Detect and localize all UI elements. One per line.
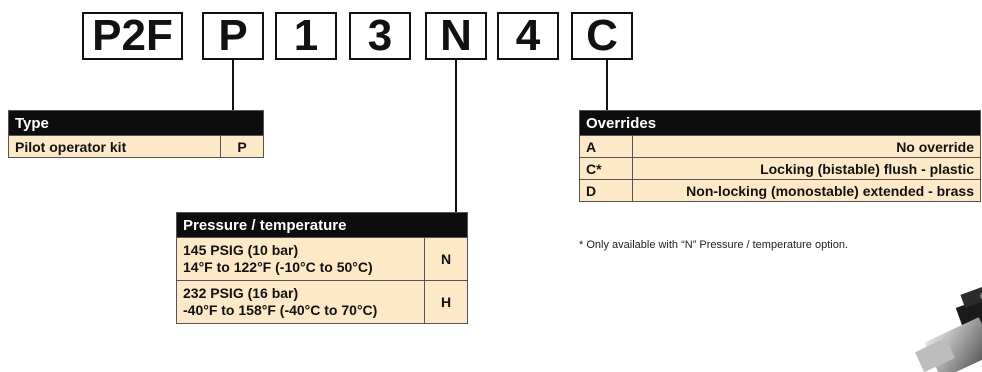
type-option-code: P: [220, 135, 264, 158]
code-type-text: P: [218, 11, 248, 60]
override-option-3-label: Non-locking (monostable) extended - bras…: [632, 179, 981, 202]
overrides-table-header: Overrides: [579, 110, 981, 136]
type-table-header: Type: [8, 110, 264, 136]
code-box-digit-1: 1: [275, 12, 337, 60]
pressure-option-2-code: H: [424, 280, 468, 324]
type-table: Type Pilot operator kit P: [8, 110, 264, 158]
type-table-header-row: Type: [8, 110, 264, 136]
code-override-text: C: [586, 11, 618, 60]
pressure-option-1-desc: 145 PSIG (10 bar) 14°F to 122°F (-10°C t…: [176, 237, 425, 281]
code-box-type: P: [202, 12, 264, 60]
table-row: C* Locking (bistable) flush - plastic: [579, 157, 981, 180]
override-option-2-label: Locking (bistable) flush - plastic: [632, 157, 981, 180]
table-row: A No override: [579, 135, 981, 158]
pressure-option-1-code: N: [424, 237, 468, 281]
code-box-pressure: N: [425, 12, 487, 60]
override-option-2-code: C*: [579, 157, 633, 180]
connector-override-vertical: [606, 60, 608, 110]
code-digit-3-text: 4: [515, 11, 541, 60]
override-option-3-code: D: [579, 179, 633, 202]
overrides-table-header-row: Overrides: [579, 110, 981, 136]
code-box-override: C: [571, 12, 633, 60]
pressure-table-header-row: Pressure / temperature: [176, 212, 468, 238]
table-row: 145 PSIG (10 bar) 14°F to 122°F (-10°C t…: [176, 237, 468, 281]
pressure-option-2-line2: -40°F to 158°F (-40°C to 70°C): [183, 302, 378, 318]
connector-type-vertical: [232, 60, 234, 110]
code-digit-1-text: 1: [293, 11, 319, 60]
code-pressure-text: N: [440, 11, 472, 60]
pressure-table: Pressure / temperature 145 PSIG (10 bar)…: [176, 212, 468, 324]
override-footnote: * Only available with “N” Pressure / tem…: [579, 239, 849, 251]
connector-pressure-vertical: [455, 60, 457, 212]
code-box-series: P2F: [82, 12, 183, 60]
override-option-1-code: A: [579, 135, 633, 158]
code-series-text: P2F: [92, 11, 173, 60]
override-option-1-label: No override: [632, 135, 981, 158]
table-row: Pilot operator kit P: [8, 135, 264, 158]
pressure-option-2-line1: 232 PSIG (16 bar): [183, 285, 299, 301]
pressure-option-1-line2: 14°F to 122°F (-10°C to 50°C): [183, 259, 373, 275]
table-row: 232 PSIG (16 bar) -40°F to 158°F (-40°C …: [176, 280, 468, 324]
code-digit-2-text: 3: [367, 11, 393, 60]
code-box-digit-2: 3: [349, 12, 411, 60]
pilot-operator-product-image: [914, 285, 982, 372]
pressure-option-2-desc: 232 PSIG (16 bar) -40°F to 158°F (-40°C …: [176, 280, 425, 324]
code-box-digit-3: 4: [497, 12, 559, 60]
type-option-label: Pilot operator kit: [8, 135, 221, 158]
overrides-table: Overrides A No override C* Locking (bist…: [579, 110, 981, 202]
pressure-option-1-line1: 145 PSIG (10 bar): [183, 242, 299, 258]
table-row: D Non-locking (monostable) extended - br…: [579, 179, 981, 202]
pressure-table-header: Pressure / temperature: [176, 212, 468, 238]
